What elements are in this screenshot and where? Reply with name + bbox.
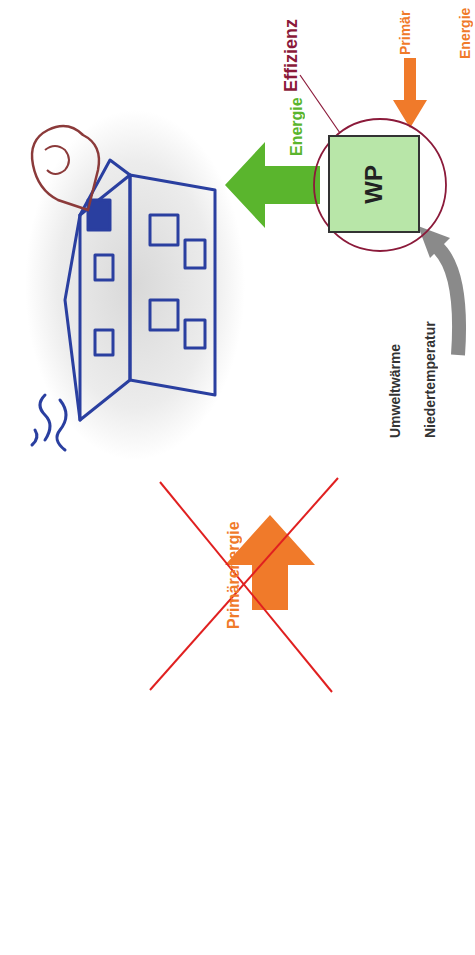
primary-energy-arrow [393, 58, 427, 128]
energy-arrow [225, 142, 320, 228]
crossed-label: Primärenergie [223, 505, 245, 645]
source-label: Umweltwärme Niedertemperatur [378, 268, 448, 438]
leader-line [300, 75, 340, 133]
output-label: Energie [286, 92, 308, 162]
ambient-heat-arrowhead [418, 226, 450, 258]
node-text: WP [360, 165, 388, 204]
smoke-cloud [32, 126, 99, 210]
process-box: WP [328, 135, 420, 233]
ambient-heat-arrow [436, 246, 459, 355]
house-sketch [32, 160, 215, 450]
house-halo [25, 110, 245, 460]
cross-line [150, 478, 338, 690]
callout-label: Effizienz [279, 5, 303, 105]
efficiency-circle [314, 119, 446, 251]
smoke-swirl [45, 146, 69, 174]
input-label: Primär Energie [375, 2, 475, 64]
